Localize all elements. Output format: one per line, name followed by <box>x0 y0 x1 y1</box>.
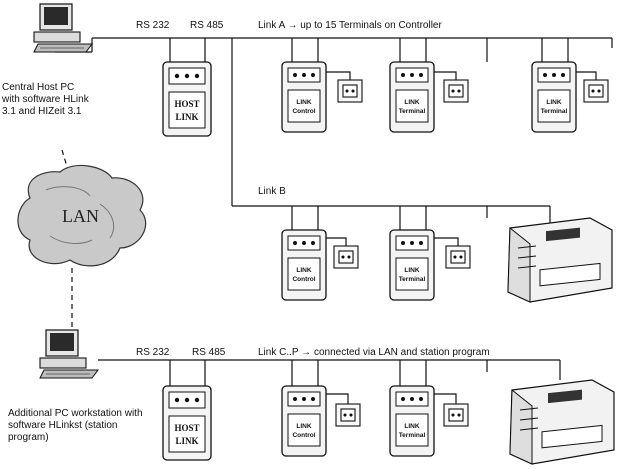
a3-line2: Terminal <box>541 108 568 115</box>
lan-label: LAN <box>62 206 99 226</box>
host-link-bottom-line2: LINK <box>175 436 198 446</box>
host-link-top: HOST LINK <box>162 61 212 137</box>
card-reader-icon <box>337 79 363 103</box>
b2-line2: Terminal <box>399 276 426 283</box>
card-reader-icon <box>443 403 469 427</box>
card-reader-icon <box>443 79 469 103</box>
c2-line1: LINK <box>404 423 419 430</box>
a1-line1: LINK <box>296 99 311 106</box>
lan-dashed-links <box>61 149 73 330</box>
host-link-top-line1: HOST <box>174 99 199 109</box>
c2-line2: Terminal <box>399 432 426 439</box>
b1-line2: Control <box>292 276 315 283</box>
a2-line2: Terminal <box>399 108 426 115</box>
b2-line1: LINK <box>404 267 419 274</box>
link-control-b1: LINK Control <box>281 229 327 301</box>
link-control-a1: LINK Control <box>281 61 327 133</box>
link-cp-label: Link C..P → connected via LAN and statio… <box>258 347 490 358</box>
central-host-label: Central Host PC with software HLink 3.1 … <box>2 82 89 117</box>
rs485-top-label: RS 485 <box>190 20 224 31</box>
link-terminal-b2: LINK Terminal <box>389 229 435 301</box>
card-reader-icon <box>333 245 359 269</box>
link-b-label: Link B <box>258 186 286 197</box>
card-reader-icon <box>335 403 361 427</box>
a1-line2: Control <box>292 108 315 115</box>
time-terminal-c <box>509 379 615 465</box>
wiring <box>55 37 613 404</box>
host-link-top-line2: LINK <box>175 112 198 122</box>
link-a-label: Link A → up to 15 Terminals on Controlle… <box>258 20 442 31</box>
a2-line1: LINK <box>404 99 419 106</box>
rs232-bottom-label: RS 232 <box>136 347 170 358</box>
rs485-bottom-label: RS 485 <box>192 347 226 358</box>
time-terminal-b <box>507 217 613 303</box>
central-host-pc <box>33 3 93 53</box>
card-reader-icon <box>445 245 471 269</box>
c1-line1: LINK <box>296 423 311 430</box>
link-control-c1: LINK Control <box>281 385 327 457</box>
host-link-bottom-line1: HOST <box>174 423 199 433</box>
host-link-bottom: HOST LINK <box>162 385 212 461</box>
a3-line1: LINK <box>546 99 561 106</box>
b1-line1: LINK <box>296 267 311 274</box>
lan-cloud: LAN <box>17 164 147 267</box>
additional-pc-label: Additional PC workstation with software … <box>8 408 143 443</box>
link-terminal-a2: LINK Terminal <box>389 61 435 133</box>
rs232-top-label: RS 232 <box>136 20 170 31</box>
link-terminal-a3: LINK Terminal <box>531 61 577 133</box>
link-terminal-c2: LINK Terminal <box>389 385 435 457</box>
card-reader-icon <box>583 79 609 103</box>
card-reader-icons <box>333 79 609 427</box>
c1-line2: Control <box>292 432 315 439</box>
additional-pc <box>39 329 99 379</box>
